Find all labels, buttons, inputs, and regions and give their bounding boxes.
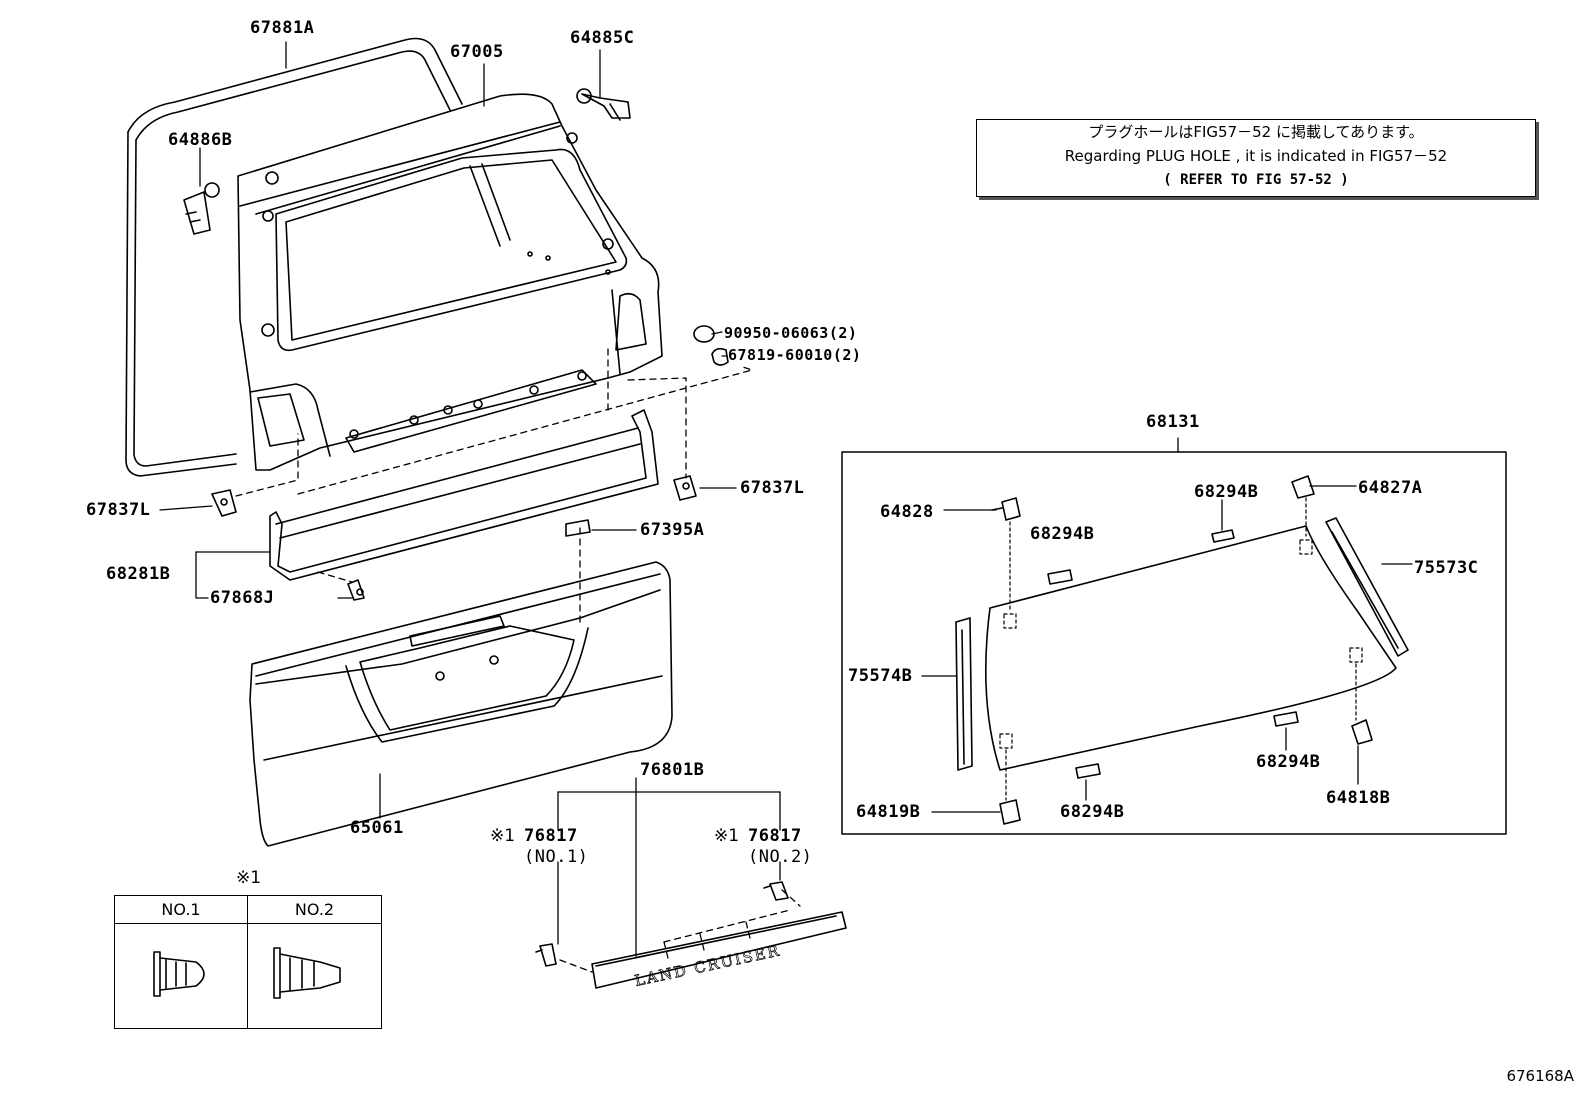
- figure-id: 676168A: [1506, 1067, 1574, 1085]
- label-76817-no1-sub: (NO.1): [524, 847, 589, 867]
- hinge-64885C: [576, 88, 631, 121]
- plug-90950-icon: [693, 325, 715, 343]
- label-67837L-right[interactable]: 67837L: [740, 478, 805, 498]
- label-68281B[interactable]: 68281B: [106, 564, 171, 584]
- label-64818B[interactable]: 64818B: [1326, 788, 1391, 808]
- glass-assy-box-68131: [841, 451, 1507, 835]
- legend-header-no1: NO.1: [115, 896, 248, 924]
- label-68294B-d[interactable]: 68294B: [1060, 802, 1125, 822]
- star-mark-no2: ※1: [714, 826, 740, 846]
- bracket-67837L-left: [211, 489, 237, 517]
- fastener-64828-icon: [991, 497, 1021, 521]
- bracket-67837L-right: [673, 475, 697, 501]
- fastener-64818B-icon: [1351, 719, 1373, 745]
- outside-garnish-65061: [249, 561, 673, 847]
- emblem-plate-76801B: [591, 911, 847, 989]
- label-90950-06063[interactable]: 90950-06063(2): [724, 324, 858, 342]
- note-line-japanese: プラグホールはFIG57－52 に掲載してあります。: [1088, 123, 1424, 141]
- label-76817-no2-sub: (NO.2): [748, 847, 813, 867]
- label-64885C[interactable]: 64885C: [570, 28, 635, 48]
- label-67881A[interactable]: 67881A: [250, 18, 315, 38]
- alignment-lines: [235, 347, 753, 627]
- label-64819B[interactable]: 64819B: [856, 802, 921, 822]
- back-door-panel-67005: [237, 93, 663, 471]
- note-reference: ( REFER TO FIG 57-52 ): [1163, 172, 1349, 188]
- legend-clip-no1-icon: [153, 951, 205, 997]
- clip-76817-no2-icon: [763, 881, 789, 901]
- label-64827A[interactable]: 64827A: [1358, 478, 1423, 498]
- label-64886B[interactable]: 64886B: [168, 130, 233, 150]
- label-67819-60010[interactable]: 67819-60010(2): [728, 346, 862, 364]
- label-64828[interactable]: 64828: [880, 502, 934, 522]
- hinge-64886B: [183, 182, 220, 235]
- legend-cell-no2: [248, 924, 381, 1028]
- garnish-frame-68281B: [269, 409, 659, 581]
- label-67395A[interactable]: 67395A: [640, 520, 705, 540]
- weatherstrip-67881A: [125, 37, 463, 477]
- label-67837L-left[interactable]: 67837L: [86, 500, 151, 520]
- back-window-glass-68131: [984, 525, 1397, 771]
- pad-67395A: [565, 519, 591, 537]
- label-68294B-a[interactable]: 68294B: [1030, 524, 1095, 544]
- label-75574B[interactable]: 75574B: [848, 666, 913, 686]
- clip-legend-table: NO.1 NO.2: [114, 895, 382, 1029]
- star-mark-no1: ※1: [490, 826, 516, 846]
- leader-76801B: [557, 791, 781, 957]
- cushion-67819-icon: [711, 347, 729, 366]
- label-68294B-b[interactable]: 68294B: [1194, 482, 1259, 502]
- legend-header-no2: NO.2: [248, 896, 381, 924]
- plug-hole-note: プラグホールはFIG57－52 に掲載してあります。 Regarding PLU…: [976, 119, 1536, 197]
- clip-76817-no1-icon: [535, 943, 557, 967]
- label-67005[interactable]: 67005: [450, 42, 504, 62]
- label-67868J[interactable]: 67868J: [210, 588, 275, 608]
- label-68294B-c[interactable]: 68294B: [1256, 752, 1321, 772]
- label-65061[interactable]: 65061: [350, 818, 404, 838]
- molding-75573C: [1325, 517, 1409, 657]
- label-75573C[interactable]: 75573C: [1414, 558, 1479, 578]
- molding-75574B: [955, 617, 973, 771]
- legend-title: ※1: [236, 868, 262, 888]
- spacers-68294B: [1047, 529, 1299, 779]
- leader-lines: [159, 41, 1413, 819]
- label-68131[interactable]: 68131: [1146, 412, 1200, 432]
- clip-67868J-icon: [347, 579, 365, 601]
- fastener-64819B-icon: [999, 799, 1021, 825]
- legend-clip-no2-icon: [273, 947, 341, 999]
- label-76817-no1[interactable]: 76817: [524, 826, 578, 846]
- glass-spacer-marks: [999, 497, 1363, 801]
- label-76801B[interactable]: 76801B: [640, 760, 705, 780]
- emblem-dash-lines: [559, 889, 801, 973]
- fastener-64827A-icon: [1291, 475, 1315, 499]
- note-line-english: Regarding PLUG HOLE , it is indicated in…: [1064, 147, 1448, 165]
- legend-cell-no1: [115, 924, 248, 1028]
- label-76817-no2[interactable]: 76817: [748, 826, 802, 846]
